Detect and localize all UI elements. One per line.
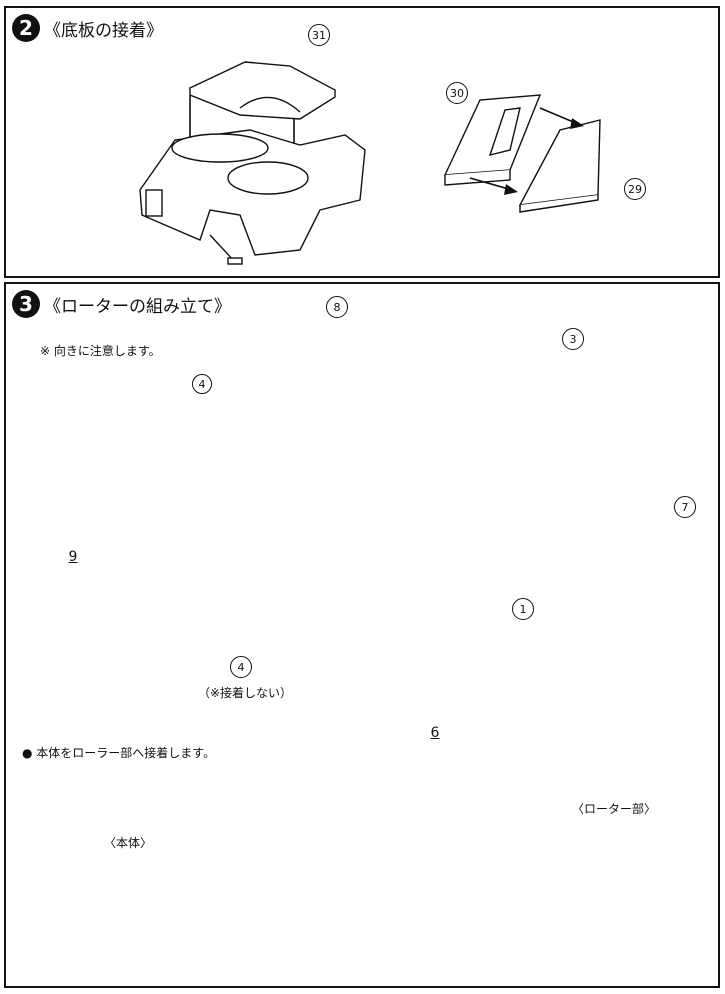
step-3-header: 3 《ローターの組み立て》: [12, 290, 231, 318]
step-3-title: 《ローターの組み立て》: [44, 296, 231, 317]
part-number-30: 30: [446, 82, 468, 104]
step-2-badge: 2: [12, 14, 40, 42]
part-number-31: 31: [308, 24, 330, 46]
attach-body-note: ● 本体をローラー部へ接着します。: [22, 746, 216, 760]
step-2-header: 2 《底板の接着》: [12, 14, 163, 42]
body-label: 〈本体〉: [104, 836, 153, 850]
part-31-seat-cover: [188, 61, 337, 120]
part-30: [443, 94, 542, 186]
no-glue-note: （※接着しない）: [198, 686, 293, 700]
part-number-9: 9: [62, 546, 84, 568]
step-3-badge: 3: [12, 290, 40, 318]
part-number-3: 3: [562, 328, 584, 350]
part-number-6: 6: [424, 722, 446, 744]
part-number-29: 29: [624, 178, 646, 200]
step-2-title: 《底板の接着》: [44, 20, 163, 41]
part-number-1: 1: [512, 598, 534, 620]
rotor-label: 〈ローター部〉: [572, 802, 657, 816]
part-number-7: 7: [674, 496, 696, 518]
orientation-note: ※ 向きに注意します。: [40, 344, 161, 358]
part-number-4: 4: [230, 656, 252, 678]
lower-body: [139, 129, 366, 265]
inset-part-number-4: 4: [192, 374, 212, 394]
step-2-panel: [4, 6, 720, 278]
step-3-panel: [4, 282, 720, 988]
part-number-8: 8: [326, 296, 348, 318]
part-29: [518, 119, 601, 213]
